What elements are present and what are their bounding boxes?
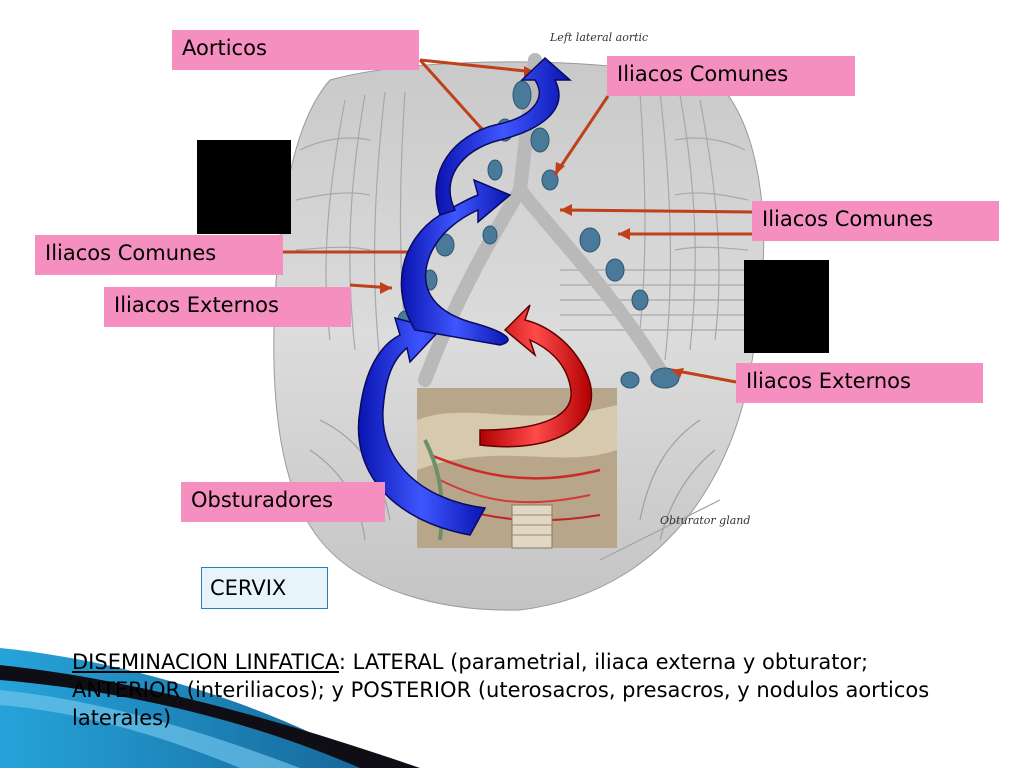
label-iliacos-comunes-right: Iliacos Comunes (752, 201, 999, 241)
label-aorticos: Aorticos (172, 30, 419, 70)
label-iliacos-comunes-top: Iliacos Comunes (607, 56, 855, 96)
pointer-aorticos-1 (419, 58, 536, 74)
label-iliacos-externos-right: Iliacos Externos (736, 363, 983, 403)
label-iliacos-comunes-left: Iliacos Comunes (35, 235, 283, 275)
blue-arrow-middle (400, 178, 512, 346)
label-iliacos-externos-left: Iliacos Externos (104, 287, 351, 327)
black-box-right (744, 260, 829, 353)
caption-text: : LATERAL (parametrial, iliaca externa y… (72, 650, 930, 730)
obturator-gland-text: Obturator gland (660, 514, 750, 527)
blue-spread-arrows (357, 56, 572, 536)
left-lateral-aortic-text: Left lateral aortic (549, 31, 648, 44)
pointer-iliacos-comunes-right-1 (559, 208, 753, 214)
decorative-wave (0, 648, 420, 768)
pointer-lines (283, 58, 753, 384)
pointer-iliacos-externos-right (671, 368, 737, 384)
label-cervix: CERVIX (201, 567, 328, 609)
black-box-left (197, 140, 291, 234)
caption-heading: DISEMINACION LINFATICA (72, 650, 339, 674)
red-spread-arrow (479, 304, 593, 448)
blue-arrow-upper (435, 56, 572, 216)
pointer-iliacos-comunes-top (553, 95, 610, 176)
pointer-aorticos-2 (418, 58, 492, 140)
label-obsturadores: Obsturadores (181, 482, 385, 522)
caption-diseminacion: DISEMINACION LINFATICA: LATERAL (paramet… (72, 648, 972, 732)
